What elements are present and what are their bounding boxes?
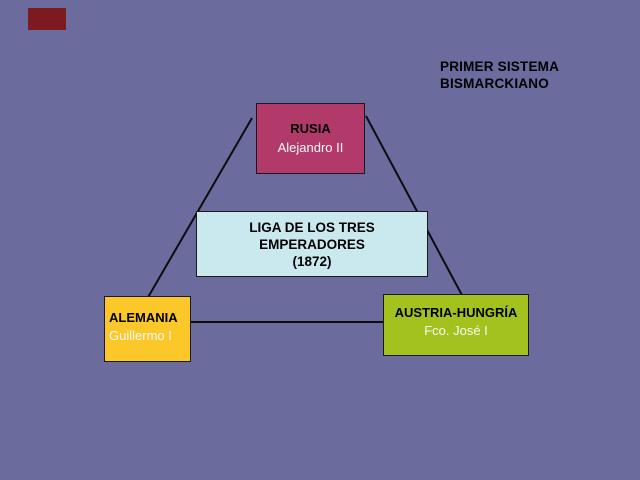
line-rusia-austria: [365, 115, 464, 298]
node-alemania-subtitle: Guillermo I: [109, 328, 172, 343]
flag-mark: [28, 8, 66, 30]
node-liga: LIGA DE LOS TRES EMPERADORES (1872): [196, 211, 428, 277]
node-austria-subtitle: Fco. José I: [424, 323, 488, 338]
slide-title-line1: PRIMER SISTEMA: [440, 59, 560, 74]
node-rusia: RUSIA Alejandro II: [256, 103, 365, 174]
node-liga-line2: EMPERADORES: [259, 237, 365, 252]
node-alemania-title: ALEMANIA: [109, 310, 178, 325]
slide-title: PRIMER SISTEMA BISMARCKIANO: [440, 58, 610, 92]
node-rusia-subtitle: Alejandro II: [277, 140, 344, 155]
node-austria-title: AUSTRIA-HUNGRÍA: [394, 305, 518, 320]
node-alemania: ALEMANIA Guillermo I: [104, 296, 191, 362]
node-liga-line1: LIGA DE LOS TRES: [249, 220, 375, 235]
line-rusia-alemania: [146, 117, 253, 300]
node-rusia-title: RUSIA: [290, 121, 331, 136]
slide-title-line2: BISMARCKIANO: [440, 76, 549, 91]
node-austria: AUSTRIA-HUNGRÍA Fco. José I: [383, 294, 529, 356]
node-liga-line3: (1872): [292, 254, 332, 269]
